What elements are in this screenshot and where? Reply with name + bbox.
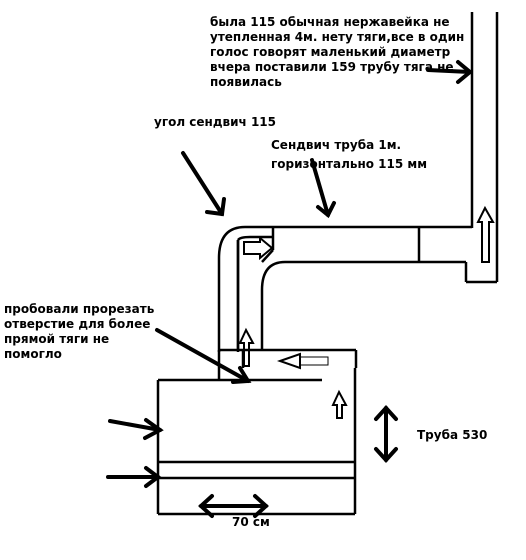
vertical-chimney: [464, 12, 499, 284]
draft-arrow-up-pipe: [238, 327, 255, 367]
label-width-70: 70 см: [232, 515, 270, 529]
note-cut-hole: пробовали прорезать отверстие для более …: [4, 302, 155, 361]
note-previous-pipe: была 115 обычная нержавейка не утепленна…: [210, 15, 465, 89]
pointer-arrows: [106, 60, 474, 518]
label-sandwich-pipe: Сендвич труба 1м. горизонтально 115 мм: [271, 138, 428, 171]
arrow-left-collar: [276, 352, 329, 370]
elbow-corner: [217, 225, 286, 352]
draft-arrow-right-elbow: [243, 235, 274, 261]
draft-arrow-up-stove: [331, 389, 348, 419]
horizontal-sandwich-pipe: [271, 225, 472, 264]
label-corner-sandwich: угол сендвич 115: [154, 115, 277, 129]
stove-body: [156, 350, 357, 516]
label-pipe-530: Труба 530: [417, 428, 488, 442]
draft-arrow-up-chimney: [476, 205, 495, 263]
